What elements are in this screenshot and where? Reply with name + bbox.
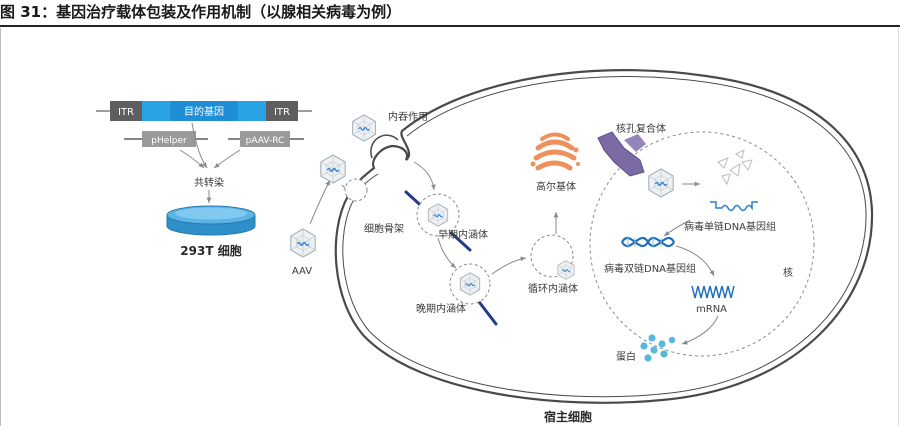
nucleus-label: 核 — [783, 266, 793, 279]
host-cell-label: 宿主细胞 — [544, 409, 592, 424]
ss-genome-label: 病毒单链DNA基因组 — [684, 220, 776, 233]
host-cell-membrane-inner — [342, 76, 867, 398]
frame-left-border — [0, 28, 1, 426]
itr-right-label: ITR — [274, 107, 290, 118]
itr-right-box — [266, 101, 298, 121]
endocytosis-label: 内吞作用 — [388, 110, 428, 123]
golgi-label: 高尔基体 — [536, 180, 576, 193]
ds-genome-label: 病毒双链DNA基因组 — [604, 262, 696, 275]
itr-left-box — [110, 101, 142, 121]
co-transfection-label: 共转染 — [194, 176, 224, 189]
early-endosome-label: 早期内涵体 — [438, 228, 488, 241]
nucleus — [589, 131, 815, 357]
golgi-apparatus-icon — [530, 132, 580, 171]
rep-cap-plasmid: pAAV-RC — [228, 131, 304, 147]
target-gene-box — [142, 101, 266, 121]
protein-label: 蛋白 — [616, 350, 636, 363]
aav-label: AAV — [292, 266, 312, 277]
ds-dna-helix-icon — [621, 236, 675, 248]
figure-title: 图 31：基因治疗载体包装及作用机制（以腺相关病毒为例） — [0, 3, 402, 21]
cytoskeleton-label: 细胞骨架 — [364, 222, 404, 235]
aav-particle-icon — [290, 228, 316, 258]
title-divider — [0, 25, 900, 27]
transgene-plasmid: ITR 目的基因 ITR — [96, 101, 312, 121]
paav-rc-label: pAAV-RC — [246, 136, 285, 146]
aav-approaching-icon — [320, 154, 346, 184]
nuclear-pore-complex-icon — [597, 131, 646, 177]
cell-293t-label: 293T 细胞 — [180, 243, 241, 258]
helper-plasmid: pHelper — [124, 131, 208, 147]
budding-vesicle — [344, 178, 368, 202]
protein-dots-icon — [640, 334, 676, 362]
target-gene-label: 目的基因 — [184, 105, 224, 118]
nuclear-pore-label: 核孔复合体 — [616, 122, 666, 135]
ss-dna-genome-icon — [710, 201, 758, 212]
endocytosis-pit — [352, 114, 399, 159]
mrna-label: mRNA — [696, 304, 727, 315]
frame-right-border — [898, 28, 899, 426]
mrna-wave-icon — [691, 285, 735, 299]
aav-entering-icon — [352, 114, 376, 142]
late-endosome-label: 晚期内涵体 — [416, 302, 466, 315]
recycling-endosome-label: 循环内涵体 — [528, 282, 578, 295]
itr-left-label: ITR — [118, 107, 134, 118]
capsid-fragments-icon — [717, 149, 753, 186]
culture-dish-293t — [166, 205, 256, 236]
p-helper-label: pHelper — [151, 136, 187, 146]
